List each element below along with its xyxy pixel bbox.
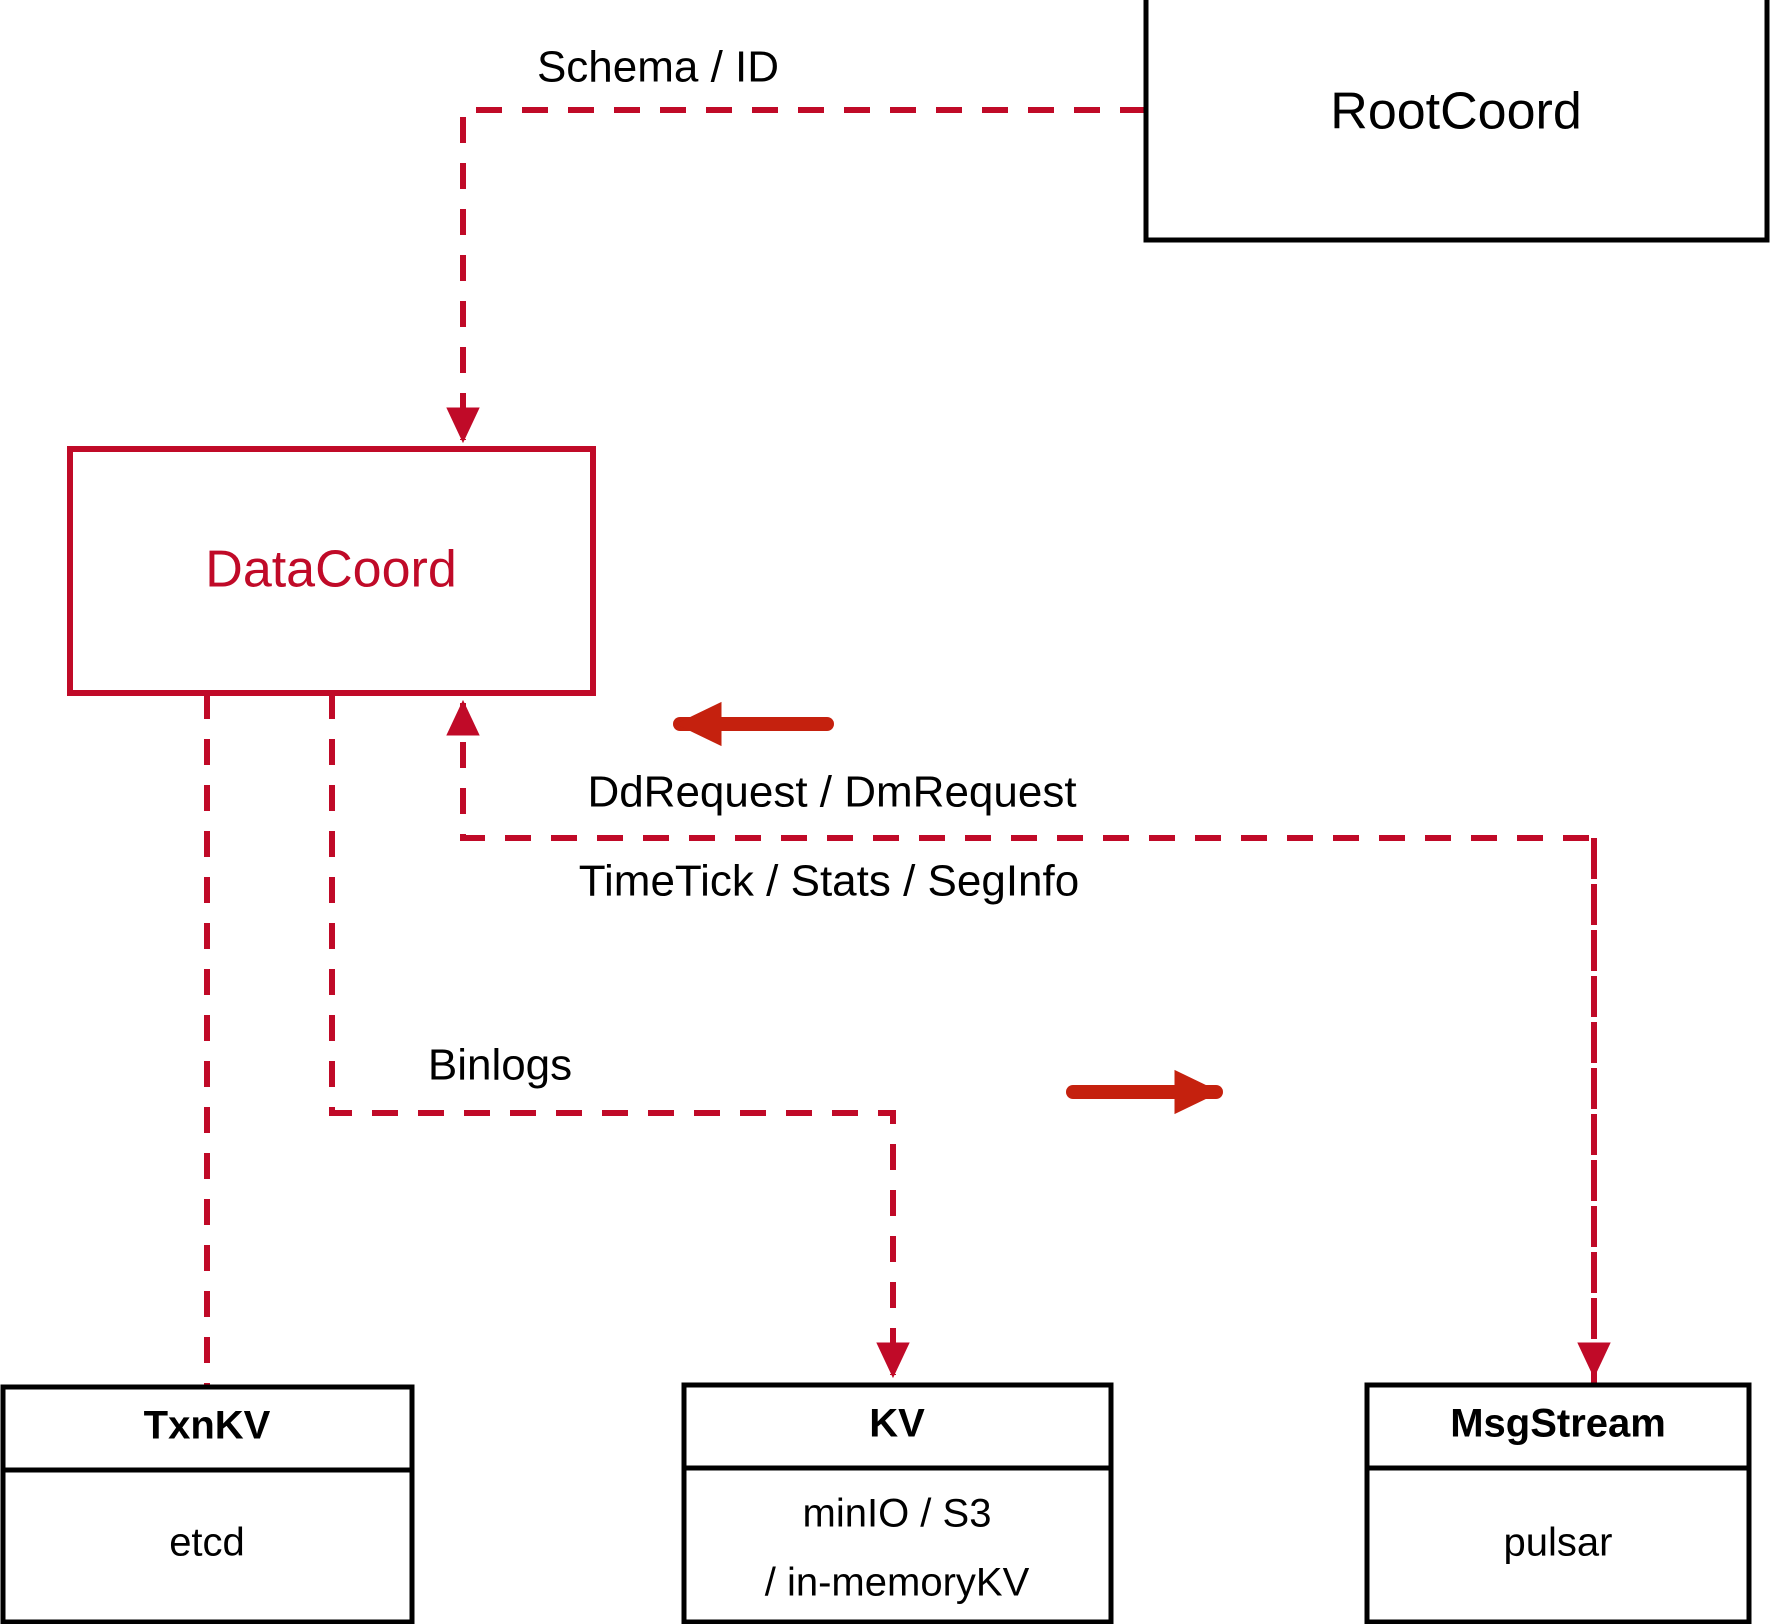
node-msgstream[interactable]: MsgStream pulsar [1364,1382,1752,1624]
edge-label-schema-id: Schema / ID [537,43,779,92]
node-kv-sub-1: / in-memoryKV [765,1561,1030,1605]
edge-binlogs-path [329,693,910,1379]
node-rootcoord-label: RootCoord [1330,83,1581,141]
node-datacoord[interactable]: DataCoord [67,446,596,696]
node-txnkv-sub-0: etcd [169,1521,245,1565]
node-datacoord-label: DataCoord [205,541,456,599]
node-rootcoord-box[interactable] [1143,0,1770,243]
node-msgstream-title: MsgStream [1450,1402,1666,1446]
edge-label-ddrequest-dmrequest: DdRequest / DmRequest [587,768,1076,817]
node-kv-box[interactable] [681,1382,1114,1624]
edge-ddrequest-dmrequest: DdRequest / DmRequest TimeTick / Stats /… [446,699,1597,1385]
node-msgstream-box[interactable] [1364,1382,1752,1624]
node-txnkv-title: TxnKV [144,1404,271,1448]
node-kv-title: KV [869,1402,925,1446]
edge-ddrequest-dmrequest-path [446,699,1597,1385]
edge-schema-id: Schema / ID [446,43,1146,444]
node-datacoord-box[interactable] [67,446,596,696]
edge-label-binlogs: Binlogs [428,1041,572,1090]
node-txnkv[interactable]: TxnKV etcd [0,1384,415,1624]
node-txnkv-box[interactable] [0,1384,415,1624]
edge-binlogs: Binlogs [329,693,910,1379]
node-kv[interactable]: KV minIO / S3 / in-memoryKV [681,1382,1114,1624]
edge-label-timetick-stats-seginfo: TimeTick / Stats / SegInfo [579,857,1079,906]
edge-schema-id-path [446,107,1146,444]
node-kv-sub-0: minIO / S3 [803,1492,992,1536]
node-msgstream-sub-0: pulsar [1504,1521,1613,1565]
node-rootcoord[interactable]: RootCoord [1143,0,1770,243]
